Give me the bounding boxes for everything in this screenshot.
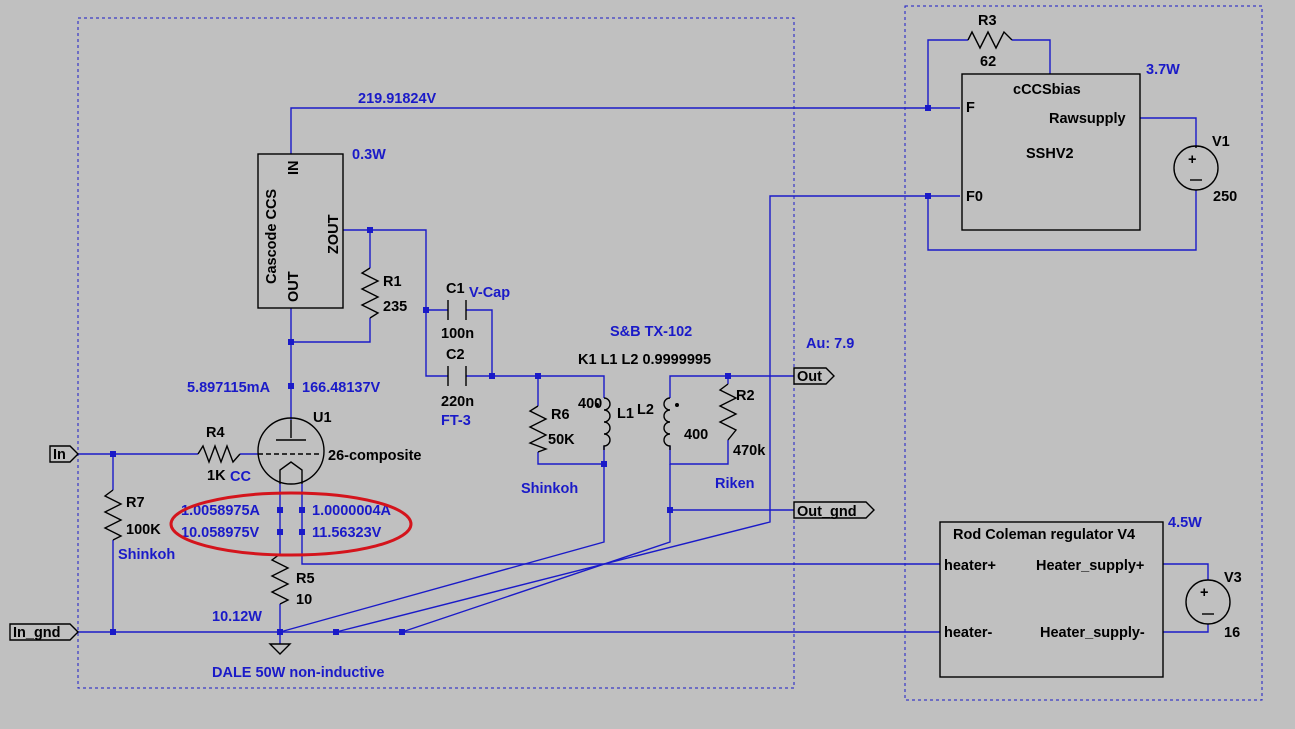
resistor-r2[interactable]: R2 470k bbox=[718, 383, 766, 459]
filament-voltage-a: 10.058975V bbox=[181, 525, 260, 541]
plate-current-label: 5.897115mA bbox=[187, 380, 271, 396]
reg-pin-supply-neg: Heater_supply- bbox=[1040, 625, 1145, 641]
tube-u1[interactable]: U1 26-composite bbox=[257, 410, 421, 485]
svg-text:235: 235 bbox=[383, 299, 407, 315]
svg-text:R7: R7 bbox=[126, 495, 145, 511]
inductor-l1[interactable]: 400 L1 bbox=[578, 396, 634, 450]
psu-power-label: 3.7W bbox=[1146, 62, 1180, 78]
svg-text:+: + bbox=[1188, 152, 1196, 168]
plate-voltage-label: 166.48137V bbox=[302, 380, 381, 396]
reg-pin-heater-neg: heater- bbox=[944, 625, 993, 641]
svg-text:Out: Out bbox=[797, 369, 822, 385]
r7-brand: Shinkoh bbox=[118, 547, 175, 563]
svg-text:50K: 50K bbox=[548, 432, 575, 448]
capacitor-c2[interactable]: C2 220n bbox=[441, 347, 474, 410]
r5-power-label: 10.12W bbox=[212, 609, 262, 625]
ccs-pin-in: IN bbox=[286, 161, 302, 176]
svg-text:R1: R1 bbox=[383, 274, 402, 290]
capacitor-c1[interactable]: C1 100n bbox=[441, 281, 474, 342]
resistor-r5[interactable]: R5 10 bbox=[270, 553, 315, 608]
c2-note: FT-3 bbox=[441, 413, 471, 429]
port-in-gnd[interactable]: In_gnd bbox=[9, 623, 79, 641]
svg-text:L1: L1 bbox=[617, 406, 634, 422]
psu-pin-f: F bbox=[966, 100, 975, 116]
svg-text:400: 400 bbox=[684, 427, 708, 443]
filament-voltage-b: 11.56323V bbox=[312, 525, 382, 541]
voltage-source-v3[interactable]: + V3 16 bbox=[1185, 570, 1242, 641]
highlight-ellipse bbox=[169, 491, 413, 557]
svg-text:470k: 470k bbox=[733, 443, 766, 459]
transformer-label: S&B TX-102 bbox=[610, 324, 692, 340]
psu-pin-raw: Rawsupply bbox=[1049, 111, 1126, 127]
resistor-r3[interactable]: R3 62 bbox=[967, 13, 1013, 70]
reg-pin-supply-pos: Heater_supply+ bbox=[1036, 558, 1144, 574]
annotations: 219.91824V 0.3W 3.7W 5.897115mA 166.4813… bbox=[118, 62, 1202, 681]
filament-current-b: 1.0000004A bbox=[312, 503, 392, 519]
resistor-r1[interactable]: R1 235 bbox=[360, 267, 407, 319]
gain-label: Au: 7.9 bbox=[806, 336, 854, 352]
resistor-r4[interactable]: R4 1K bbox=[197, 425, 241, 484]
wires bbox=[78, 39, 1209, 644]
ccs-title: Cascode CCS bbox=[264, 189, 280, 284]
reg-pin-heater-pos: heater+ bbox=[944, 558, 996, 574]
svg-text:1K: 1K bbox=[207, 468, 226, 484]
svg-text:100n: 100n bbox=[441, 326, 474, 342]
resistor-r6[interactable]: R6 50K bbox=[528, 405, 575, 453]
svg-text:16: 16 bbox=[1224, 625, 1240, 641]
supply-boundary bbox=[904, 5, 1263, 701]
svg-text:In: In bbox=[53, 447, 66, 463]
svg-text:R3: R3 bbox=[978, 13, 997, 29]
cascode-ccs-block[interactable]: Cascode CCS IN OUT ZOUT bbox=[257, 153, 344, 309]
svg-text:26-composite: 26-composite bbox=[328, 448, 421, 464]
svg-text:R2: R2 bbox=[736, 388, 755, 404]
port-out[interactable]: Out bbox=[793, 367, 835, 385]
svg-text:C1: C1 bbox=[446, 281, 465, 297]
svg-text:220n: 220n bbox=[441, 394, 474, 410]
svg-text:Out_gnd: Out_gnd bbox=[797, 504, 857, 520]
filament-current-a: 1.0058975A bbox=[181, 503, 261, 519]
svg-text:In_gnd: In_gnd bbox=[13, 625, 61, 641]
svg-text:R4: R4 bbox=[206, 425, 225, 441]
svg-text:10: 10 bbox=[296, 592, 312, 608]
svg-text:R6: R6 bbox=[551, 407, 570, 423]
inductor-l2[interactable]: 400 L2 bbox=[637, 397, 708, 450]
svg-text:U1: U1 bbox=[313, 410, 332, 426]
psu-block[interactable]: cCCSbias SSHV2 F F0 Rawsupply bbox=[961, 73, 1141, 231]
coupling-directive: K1 L1 L2 0.9999995 bbox=[578, 352, 711, 368]
svg-text:V1: V1 bbox=[1212, 134, 1230, 150]
r2-brand: Riken bbox=[715, 476, 755, 492]
amp-stage-boundary bbox=[77, 17, 795, 689]
svg-text:400: 400 bbox=[578, 396, 602, 412]
supply-voltage-label: 219.91824V bbox=[358, 91, 437, 107]
regulator-power-label: 4.5W bbox=[1168, 515, 1202, 531]
reg-title: Rod Coleman regulator V4 bbox=[953, 527, 1135, 543]
r6-brand: Shinkoh bbox=[521, 481, 578, 497]
ground-symbol bbox=[268, 643, 292, 655]
port-out-gnd[interactable]: Out_gnd bbox=[793, 501, 875, 520]
grid-label: CC bbox=[230, 469, 251, 485]
resistor-r7[interactable]: R7 100K bbox=[103, 489, 161, 541]
junctions bbox=[110, 105, 931, 635]
ccs-pin-zout: ZOUT bbox=[326, 214, 342, 254]
svg-text:R5: R5 bbox=[296, 571, 315, 587]
ccs-pin-out: OUT bbox=[286, 271, 302, 302]
psu-pin-f0: F0 bbox=[966, 189, 983, 205]
regulator-block[interactable]: Rod Coleman regulator V4 heater+ heater-… bbox=[939, 521, 1164, 678]
svg-text:62: 62 bbox=[980, 54, 996, 70]
svg-text:250: 250 bbox=[1213, 189, 1237, 205]
svg-text:L2: L2 bbox=[637, 402, 654, 418]
svg-text:V3: V3 bbox=[1224, 570, 1242, 586]
psu-title: cCCSbias bbox=[1013, 82, 1081, 98]
svg-text:100K: 100K bbox=[126, 522, 161, 538]
svg-text:C2: C2 bbox=[446, 347, 465, 363]
psu-subtitle: SSHV2 bbox=[1026, 146, 1074, 162]
c1-note: V-Cap bbox=[469, 285, 510, 301]
ccs-power-label: 0.3W bbox=[352, 147, 386, 163]
port-in[interactable]: In bbox=[49, 445, 79, 463]
voltage-source-v1[interactable]: + V1 250 bbox=[1173, 134, 1237, 205]
r5-note: DALE 50W non-inductive bbox=[212, 665, 384, 681]
svg-text:+: + bbox=[1200, 585, 1208, 601]
